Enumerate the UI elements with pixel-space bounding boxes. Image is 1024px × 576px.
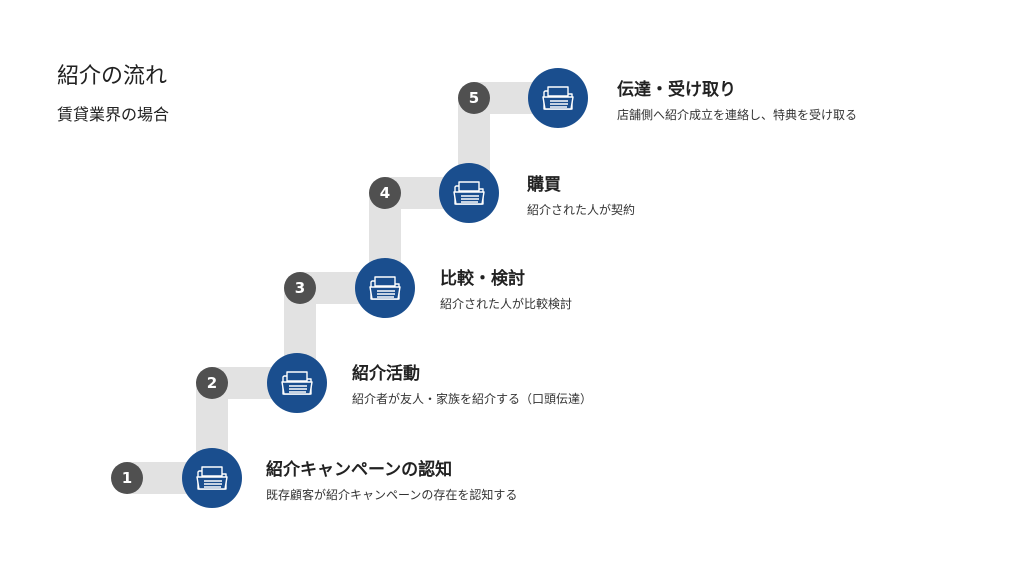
folder-document-icon xyxy=(281,371,313,395)
step-5-icon-circle xyxy=(528,68,588,128)
step-1-number-badge: 1 xyxy=(111,462,143,494)
step-4-icon-circle xyxy=(439,163,499,223)
step-1-title: 紹介キャンペーンの認知 xyxy=(266,460,453,480)
step-4-number-badge: 4 xyxy=(369,177,401,209)
step-1-icon-circle xyxy=(182,448,242,508)
step-3-number-badge: 3 xyxy=(284,272,316,304)
step-5-title: 伝達・受け取り xyxy=(617,80,736,100)
folder-document-icon xyxy=(369,276,401,300)
step-5-number-badge: 5 xyxy=(458,82,490,114)
folder-document-icon xyxy=(542,86,574,110)
step-4-title: 購買 xyxy=(527,175,561,195)
step-4-description: 紹介された人が契約 xyxy=(527,203,636,217)
step-5-description: 店舗側へ紹介成立を連絡し、特典を受け取る xyxy=(617,108,858,122)
page-title: 紹介の流れ xyxy=(57,64,168,89)
page-subtitle: 賃貸業界の場合 xyxy=(57,105,170,124)
step-3-title: 比較・検討 xyxy=(440,269,525,289)
step-2-title: 紹介活動 xyxy=(352,364,420,384)
step-2-icon-circle xyxy=(267,353,327,413)
step-1-description: 既存顧客が紹介キャンペーンの存在を認知する xyxy=(266,488,518,502)
folder-document-icon xyxy=(453,181,485,205)
step-3-icon-circle xyxy=(355,258,415,318)
folder-document-icon xyxy=(196,466,228,490)
step-3-description: 紹介された人が比較検討 xyxy=(440,297,573,311)
step-2-number-badge: 2 xyxy=(196,367,228,399)
step-2-description: 紹介者が友人・家族を紹介する（口頭伝達） xyxy=(352,392,593,406)
